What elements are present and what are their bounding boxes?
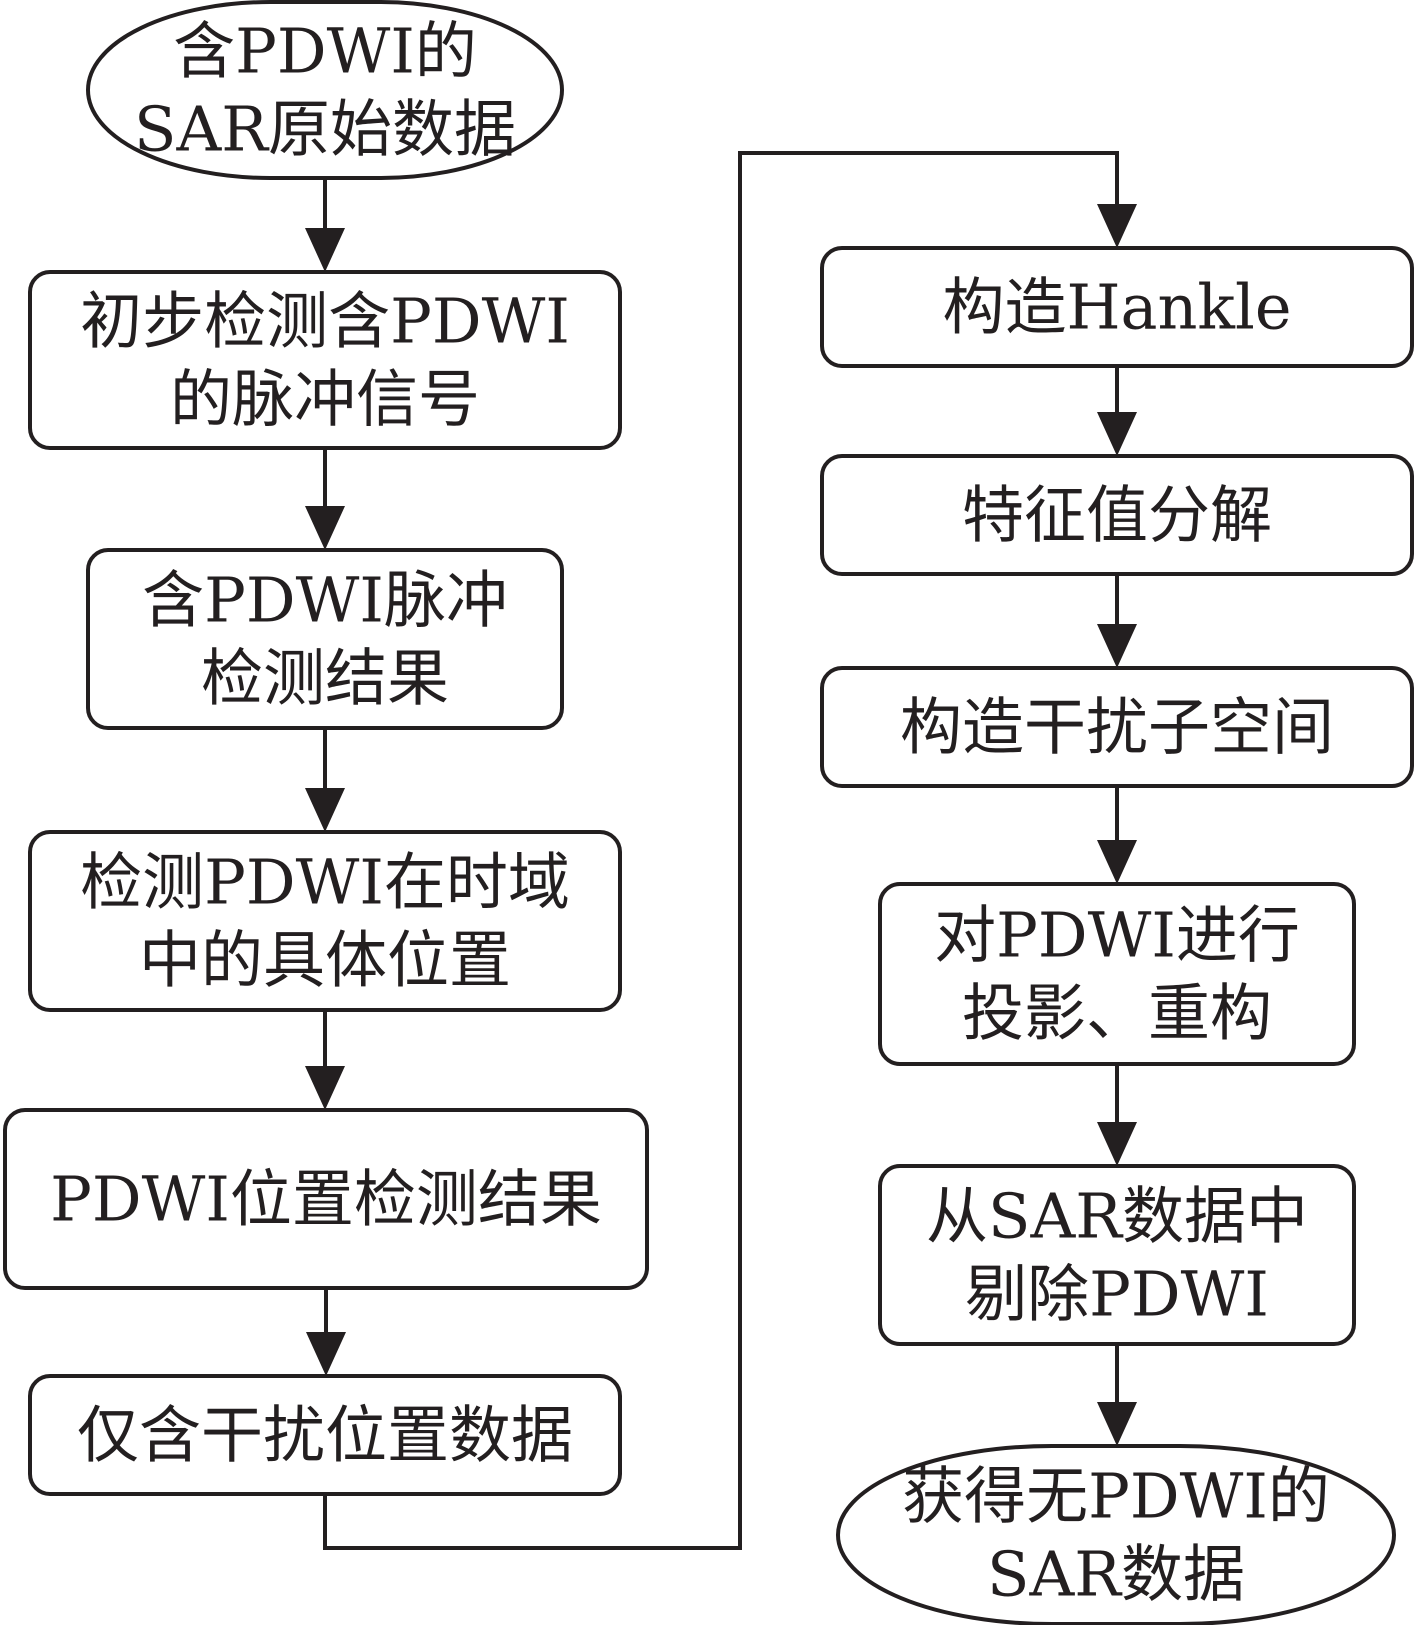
node-label-line: 的脉冲信号 xyxy=(170,363,480,436)
process-box xyxy=(878,1164,1356,1346)
node-label-line: SAR原始数据 xyxy=(134,93,516,166)
process-box xyxy=(820,454,1414,576)
arrowhead xyxy=(305,506,345,550)
arrowhead xyxy=(1097,624,1137,668)
arrowhead xyxy=(305,1066,345,1110)
process-box xyxy=(820,666,1414,788)
flow-node: 特征值分解 xyxy=(820,454,1414,576)
arrowhead xyxy=(305,228,345,272)
node-label-line: SAR数据 xyxy=(987,1538,1245,1611)
node-label-line: 检测PDWI在时域 xyxy=(80,846,570,919)
flow-node: 仅含干扰位置数据 xyxy=(28,1374,622,1496)
flow-edge xyxy=(305,448,345,550)
node-label-line: 对PDWI进行 xyxy=(934,899,1300,972)
flow-edge xyxy=(305,1010,345,1110)
process-box xyxy=(878,882,1356,1066)
flow-edge xyxy=(1097,366,1137,456)
arrowhead xyxy=(1097,412,1137,456)
process-box xyxy=(86,548,564,730)
node-label-line: 含PDWI的 xyxy=(173,15,477,88)
node-label-line: 构造Hankle xyxy=(942,271,1291,344)
node-label-line: 剔除PDWI xyxy=(965,1258,1269,1331)
column-transfer-connector xyxy=(323,151,1119,1550)
node-label-line: 仅含干扰位置数据 xyxy=(77,1399,573,1472)
node-label-line: 含PDWI脉冲 xyxy=(142,564,508,637)
edges-layer xyxy=(305,151,1137,1550)
arrowhead xyxy=(1097,204,1137,248)
flow-node: 构造Hankle xyxy=(820,246,1414,368)
node-label-line: 检测结果 xyxy=(201,642,449,715)
arrowhead xyxy=(1097,840,1137,884)
arrowhead xyxy=(305,788,345,832)
flow-node: PDWI位置检测结果 xyxy=(3,1108,649,1290)
node-label-line: 从SAR数据中 xyxy=(926,1180,1308,1253)
flow-edge xyxy=(305,728,345,832)
process-box xyxy=(28,1374,622,1496)
node-label-line: PDWI位置检测结果 xyxy=(50,1163,602,1236)
flow-edge xyxy=(306,1288,346,1376)
terminal-shape xyxy=(86,0,564,180)
flow-edge xyxy=(1097,1064,1137,1166)
flow-edge xyxy=(1097,574,1137,668)
arrowhead xyxy=(1097,1402,1137,1446)
flow-edge xyxy=(1097,1344,1137,1446)
arrowhead xyxy=(306,1332,346,1376)
flow-edge xyxy=(1097,786,1137,884)
arrowhead xyxy=(1097,1122,1137,1166)
flow-edge xyxy=(305,178,345,272)
node-label-line: 初步检测含PDWI xyxy=(80,285,570,358)
process-box xyxy=(3,1108,649,1290)
flow-node: 构造干扰子空间 xyxy=(820,666,1414,788)
nodes-layer: 含PDWI的SAR原始数据初步检测含PDWI的脉冲信号含PDWI脉冲检测结果检测… xyxy=(3,0,1414,1625)
node-label-line: 特征值分解 xyxy=(962,479,1272,552)
process-box xyxy=(28,830,622,1012)
terminal-shape xyxy=(836,1444,1396,1625)
node-label-line: 中的具体位置 xyxy=(139,924,511,997)
node-label-line: 投影、重构 xyxy=(962,977,1272,1050)
process-box xyxy=(820,246,1414,368)
node-label-line: 获得无PDWI的 xyxy=(902,1460,1330,1533)
flow-edge xyxy=(323,151,1137,1550)
node-label-line: 构造干扰子空间 xyxy=(900,691,1334,764)
process-box xyxy=(28,270,622,450)
